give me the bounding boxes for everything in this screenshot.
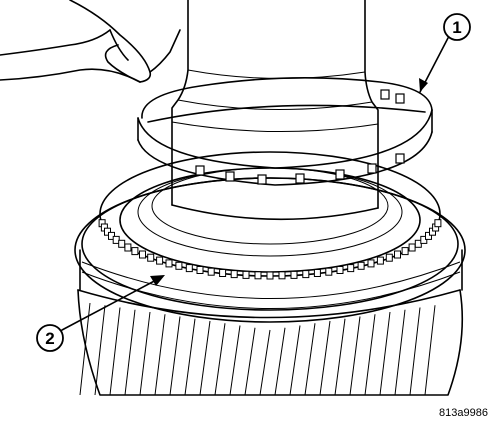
sync-spline: [394, 250, 401, 259]
gear-tooth: [274, 327, 286, 396]
gear-tooth: [184, 318, 196, 396]
sync-spline: [401, 247, 409, 256]
sync-spline: [207, 267, 215, 276]
sync-spline: [104, 227, 111, 236]
gear-tooth: [379, 311, 391, 396]
sync-spline: [336, 266, 344, 274]
sync-spline: [425, 231, 432, 240]
ring-lug: [257, 174, 267, 185]
sync-spline: [347, 264, 355, 273]
gear-tooth: [229, 325, 241, 396]
ring-lug: [395, 153, 405, 164]
sync-spline: [367, 259, 375, 268]
ring-lug: [225, 171, 235, 182]
sync-spline: [254, 271, 262, 280]
gear-tooth: [94, 305, 106, 396]
figure-reference: 813a9986: [439, 407, 488, 419]
sync-spline: [139, 250, 146, 259]
gear-hub: [74, 177, 466, 323]
sync-spline: [434, 219, 442, 228]
gear-tooth: [154, 314, 166, 396]
helical-gear: [77, 289, 464, 396]
gear-tooth: [364, 314, 376, 396]
gear-tooth: [259, 329, 271, 396]
gear-tooth: [139, 311, 151, 396]
sync-spline: [302, 270, 310, 279]
gear-tooth: [394, 309, 406, 396]
callout-2-arrowhead: [150, 275, 165, 286]
ring-lug: [195, 165, 205, 176]
sync-spline: [290, 270, 298, 279]
sync-spline: [278, 271, 286, 280]
callout-1-arrowhead: [419, 78, 428, 92]
sync-spline: [156, 256, 164, 265]
gear-tooth: [199, 320, 211, 396]
gear-tooth: [109, 307, 121, 396]
gear-tooth: [424, 305, 436, 396]
gear-tooth: [409, 307, 421, 396]
ring-lug: [367, 163, 377, 174]
gear-tooth: [124, 309, 136, 396]
gear-tooth: [79, 302, 91, 396]
sync-spline: [230, 270, 238, 279]
shaft: [171, 0, 379, 221]
sync-spline: [325, 267, 333, 276]
gear-tooth: [349, 316, 361, 396]
callout-1-circle: [443, 13, 471, 41]
gear-tooth: [169, 316, 181, 396]
callout-2: 2: [36, 275, 165, 352]
callout-1-label: 1: [452, 18, 461, 37]
sync-spline: [376, 256, 384, 265]
ring-lug: [335, 169, 345, 180]
sync-spline: [124, 243, 132, 252]
sync-spline: [175, 261, 183, 270]
gear-tooth: [319, 320, 331, 396]
sync-spline: [219, 269, 227, 277]
sync-spline: [147, 253, 155, 262]
hand: [0, 0, 181, 83]
ring-lug: [395, 93, 405, 104]
sync-spline: [131, 247, 139, 256]
ring-lug: [380, 89, 390, 100]
gear-tooth: [304, 323, 316, 396]
sync-spline: [357, 261, 365, 270]
sync-spline: [185, 264, 193, 273]
callout-2-leader: [61, 277, 161, 331]
sync-spline: [118, 239, 126, 248]
callout-2-label: 2: [45, 329, 54, 348]
gear-tooth: [334, 318, 346, 396]
callout-2-circle: [36, 324, 64, 352]
sync-spline: [165, 259, 173, 268]
gear-tooth: [289, 325, 301, 396]
sync-spline: [242, 270, 250, 279]
sync-spline: [313, 269, 321, 277]
sync-spline: [196, 266, 204, 274]
blocking-ring: [137, 77, 433, 186]
gear-tooth: [214, 323, 226, 396]
synchronizer-ring: [98, 151, 442, 280]
callout-1: 1: [419, 13, 471, 93]
sync-spline: [408, 243, 416, 252]
sync-spline: [266, 271, 274, 280]
ring-lug: [295, 173, 305, 184]
sync-spline: [385, 253, 393, 262]
gear-tooth: [244, 327, 256, 396]
